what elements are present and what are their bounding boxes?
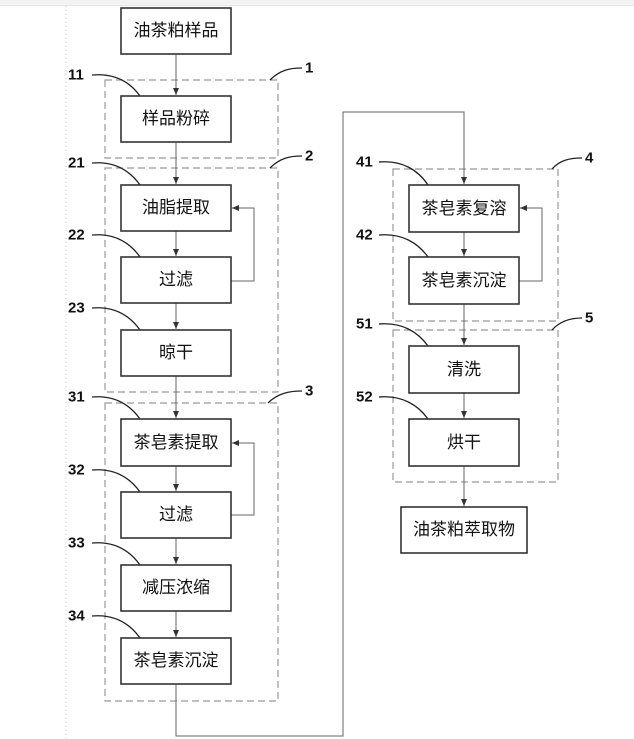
group-3-leader: [267, 390, 303, 404]
step-52-label: 烘干: [447, 433, 481, 453]
loop-arrow-42-41: [519, 205, 543, 282]
step-11-leader: [91, 74, 141, 97]
step-41: 茶皂素复溶: [408, 184, 520, 233]
group-1-ref: 1: [305, 60, 313, 77]
step-23-label: 晾干: [159, 343, 193, 363]
step-22: 过滤: [120, 256, 232, 304]
step-51-label: 清洗: [447, 360, 481, 380]
end-node-label: 油茶粕萃取物: [413, 520, 515, 540]
group-4-leader: [551, 157, 583, 170]
step-31-leader: [91, 396, 141, 420]
start-node: 油茶粕样品: [120, 7, 232, 55]
step-21-label: 油脂提取: [142, 198, 210, 218]
step-32-ref: 32: [68, 462, 85, 479]
step-52-ref: 52: [356, 389, 373, 406]
group-5: [392, 329, 559, 483]
step-41-ref: 41: [356, 154, 373, 171]
step-11-label: 样品粉碎: [142, 109, 210, 129]
group-2: [104, 167, 279, 393]
connector-arrow-34-41: [175, 111, 467, 737]
step-33-leader: [91, 542, 141, 566]
step-22-label: 过滤: [159, 270, 193, 290]
step-34-leader: [91, 615, 141, 639]
step-32: 过滤: [120, 491, 232, 539]
step-23: 晾干: [120, 329, 232, 377]
group-3: [104, 402, 279, 702]
group-1-leader: [269, 67, 303, 81]
group-4: [392, 168, 559, 322]
step-51-leader: [378, 323, 429, 347]
step-33: 减压浓缩: [120, 564, 232, 612]
step-34-ref: 34: [68, 608, 85, 625]
step-42: 茶皂素沉淀: [408, 256, 520, 305]
loop-arrow-32-31: [231, 440, 255, 516]
group-2-ref: 2: [305, 148, 313, 165]
step-11-ref: 11: [68, 67, 84, 84]
step-31-label: 茶皂素提取: [134, 433, 219, 453]
step-52: 烘干: [408, 418, 520, 467]
step-42-ref: 42: [356, 227, 373, 244]
step-22-leader: [91, 234, 141, 258]
step-22-ref: 22: [68, 227, 85, 244]
start-node-label: 油茶粕样品: [134, 21, 219, 41]
step-23-leader: [91, 307, 141, 331]
step-21-ref: 21: [68, 155, 85, 172]
step-42-label: 茶皂素沉淀: [422, 271, 507, 291]
step-32-leader: [91, 469, 141, 493]
step-42-leader: [378, 234, 429, 258]
group-3-ref: 3: [305, 383, 313, 400]
step-21-leader: [91, 162, 141, 186]
step-51-ref: 51: [356, 316, 373, 333]
loop-arrow-22-21: [231, 205, 255, 282]
step-31: 茶皂素提取: [120, 418, 232, 467]
step-33-ref: 33: [68, 535, 85, 552]
group-5-ref: 5: [585, 310, 593, 327]
step-51: 清洗: [408, 345, 520, 394]
group-5-leader: [551, 317, 583, 331]
top-bar: [0, 0, 634, 6]
step-34: 茶皂素沉淀: [120, 637, 232, 685]
step-32-label: 过滤: [159, 505, 193, 525]
step-33-label: 减压浓缩: [142, 578, 210, 598]
step-31-ref: 31: [68, 389, 85, 406]
step-41-leader: [378, 161, 429, 186]
step-11: 样品粉碎: [120, 95, 232, 143]
group-1: [104, 79, 279, 159]
group-2-leader: [269, 155, 303, 169]
end-node: 油茶粕萃取物: [400, 506, 528, 554]
step-34-label: 茶皂素沉淀: [134, 651, 219, 671]
step-23-ref: 23: [68, 300, 85, 317]
step-52-leader: [378, 396, 429, 420]
step-41-label: 茶皂素复溶: [422, 199, 507, 219]
group-4-ref: 4: [585, 150, 594, 167]
step-21: 油脂提取: [120, 184, 232, 232]
